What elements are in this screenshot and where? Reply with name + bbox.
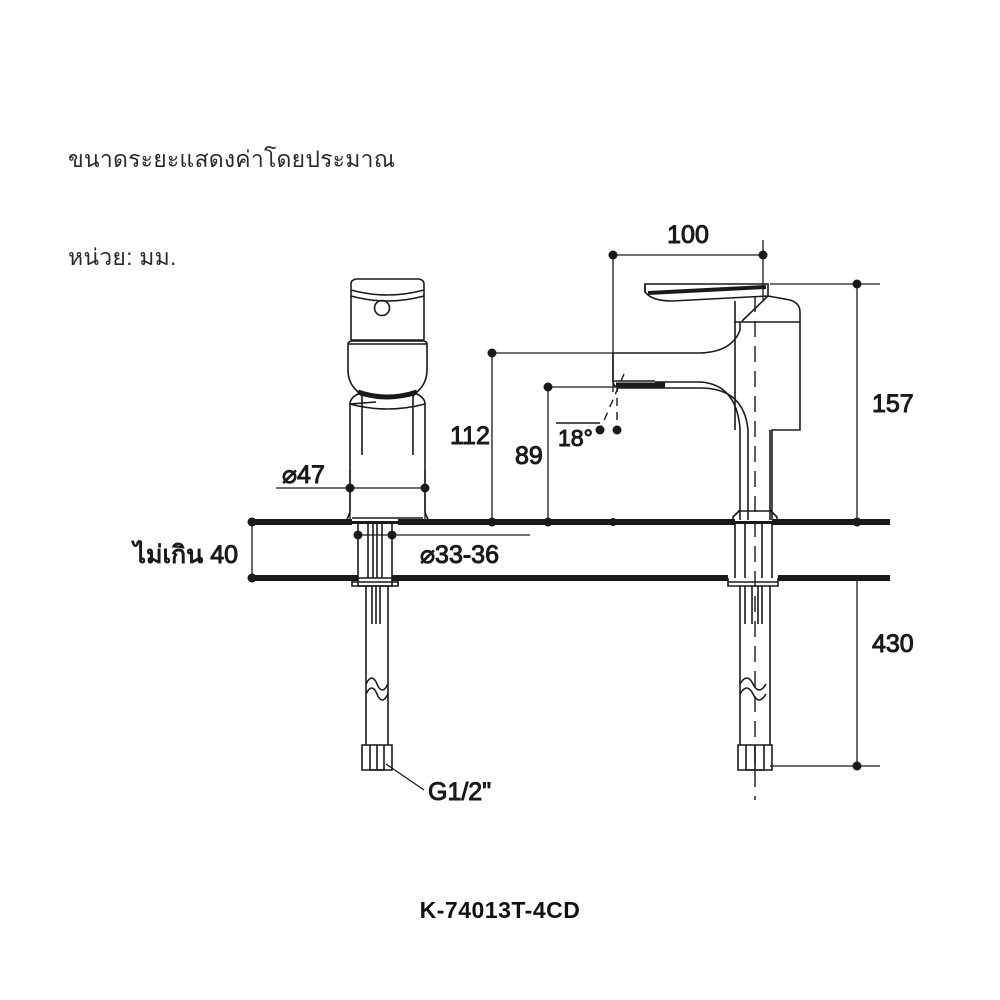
dimension-label-mounting-hole: ⌀33-36: [420, 541, 499, 569]
dimension-supply-length: [770, 578, 880, 771]
leader-inlet-thread: [385, 763, 425, 791]
faucet-side-shank: [727, 524, 779, 587]
leader-mounting-hole: [353, 530, 530, 540]
units-note-line-1: ขนาดระยะแสดงค่าโดยประมาณ: [68, 146, 396, 173]
counter-witness-marks: [248, 518, 617, 526]
leader-base-diameter: [276, 470, 430, 524]
dimension-label-supply-length: 430: [872, 630, 914, 658]
dimension-spout-reach: [608, 240, 768, 392]
units-note: ขนาดระยะแสดงค่าโดยประมาณ หน่วย: มม.: [68, 78, 395, 339]
dimension-label-total-height: 157: [872, 390, 914, 418]
dimension-spout-height: [543, 382, 617, 527]
dimension-label-spout-angle: 18°: [558, 425, 593, 451]
counter-slab: [250, 519, 890, 581]
dimension-label-spout-height: 89: [515, 442, 543, 470]
model-number-label: K-74013T-4CD: [419, 897, 581, 923]
dimension-spout-angle: [556, 373, 625, 435]
dimension-label-handle-height: 112: [450, 422, 490, 450]
faucet-front-view: [345, 278, 430, 524]
dimension-label-spout-reach: 100: [667, 221, 709, 249]
faucet-side-view: [612, 283, 801, 524]
dimension-label-counter-thickness: ไม่เกิน 40: [131, 540, 238, 569]
supply-hose-left: [361, 586, 393, 771]
dimension-label-base-diameter: ⌀47: [282, 461, 325, 489]
units-note-line-2: หน่วย: มม.: [68, 244, 177, 271]
dimension-label-inlet-thread: G1/2": [428, 778, 491, 806]
dimension-handle-height: [487, 348, 613, 527]
dimension-counter-thickness: [247, 517, 257, 583]
dimension-total-height: [770, 279, 880, 527]
